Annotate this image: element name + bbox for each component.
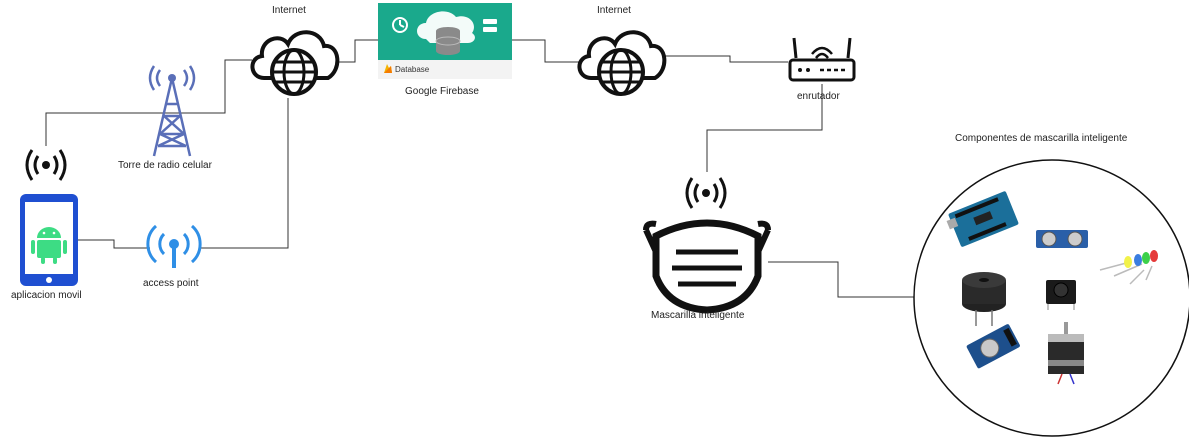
access-point-label: access point	[143, 278, 199, 289]
firebase-card: Database	[378, 3, 512, 79]
smart-mask-label: Mascarilla inteligente	[651, 310, 745, 321]
firebase-flame-icon	[384, 64, 392, 73]
firebase-label: Google Firebase	[405, 86, 479, 97]
cloud-globe-icon	[577, 30, 667, 96]
rtc-module-icon	[966, 324, 1020, 369]
arduino-board-icon	[946, 191, 1019, 247]
database-cloud-icon	[392, 11, 497, 55]
connection-lines	[45, 39, 918, 298]
line-router-to-mask	[706, 84, 823, 172]
push-button-icon	[1046, 280, 1076, 310]
firebase-db-bar: Database	[378, 60, 512, 79]
line-ap-to-internet	[200, 98, 289, 249]
line-internet-to-firebase	[337, 39, 378, 63]
cloud-globe-icon	[250, 30, 340, 96]
wifi-signal-icon	[685, 177, 727, 209]
ultrasonic-sensor-icon	[1036, 230, 1088, 248]
firebase-header	[378, 3, 512, 60]
wifi-signal-icon	[25, 149, 67, 181]
firebase-db-label: Database	[395, 65, 430, 74]
line-firebase-to-internet	[512, 39, 580, 63]
access-point-icon	[146, 224, 202, 268]
line-phone-wifi-to-tower	[45, 59, 252, 146]
stepper-motor-icon	[1048, 322, 1084, 385]
internet-right-label: Internet	[597, 5, 631, 16]
tower-label: Torre de radio celular	[118, 160, 212, 171]
line-internet-to-router	[660, 55, 788, 63]
mobile-app-label: aplicacion movil	[11, 290, 82, 301]
smartphone-android-icon	[20, 194, 78, 286]
buzzer-icon	[962, 272, 1006, 326]
internet-left-label: Internet	[272, 5, 306, 16]
radio-tower-icon	[148, 65, 196, 157]
components-title: Componentes de mascarilla inteligente	[955, 133, 1128, 144]
line-phone-to-ap	[78, 239, 150, 249]
line-mask-to-components	[768, 261, 918, 298]
face-mask-icon	[643, 219, 771, 314]
router-label: enrutador	[797, 91, 840, 102]
router-icon	[788, 37, 856, 82]
led-set-icon	[1099, 250, 1158, 285]
